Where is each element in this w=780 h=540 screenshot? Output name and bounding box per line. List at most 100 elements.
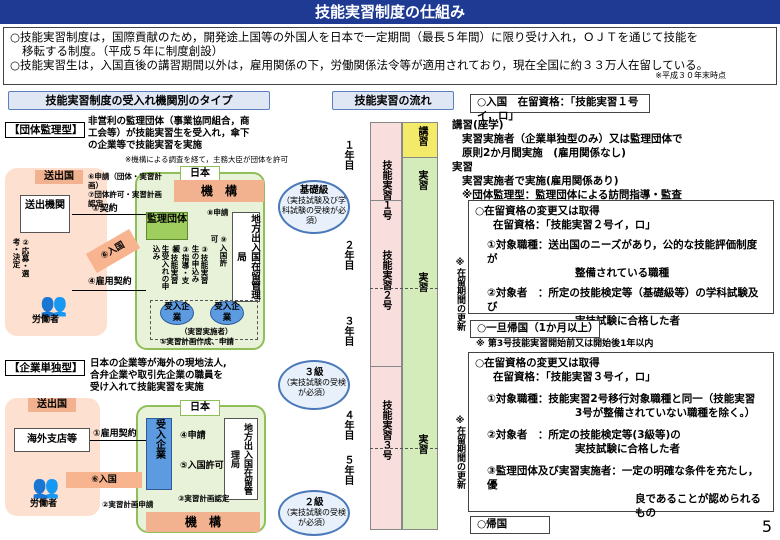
- exam-grade2-title: ２級: [304, 497, 324, 508]
- company-desc-1: 日本の企業等が海外の現地法人,: [90, 358, 227, 369]
- change2-h: ○在留資格の変更又は取得: [475, 357, 600, 369]
- jisshu-column: [402, 122, 438, 530]
- lecture-h1: 講習(座学): [452, 119, 504, 131]
- renew-note-2: ※在留期間の更新: [455, 416, 465, 489]
- intro-note: ※平成３０年末時点: [655, 71, 726, 80]
- c-a5-label: ⑤入国許可: [180, 461, 224, 471]
- c-a2-label: ②実習計画申請: [102, 500, 154, 509]
- change2-c3: ③監理団体及び実習実施者：一定の明確な条件を充たし，優: [487, 465, 759, 491]
- ukeire-box-company[interactable]: 受入企業: [146, 418, 172, 490]
- ukeire1-box[interactable]: 受入企業: [160, 301, 194, 325]
- worker-icon-company: 👥: [32, 475, 60, 500]
- s3a-label: ③技能実習生受入れの申込み: [152, 245, 179, 290]
- branch-box[interactable]: 海外支店等: [14, 428, 90, 452]
- change1-c2b: 実技試験に合格した者: [575, 315, 680, 327]
- intro-line-2: ○技能実習生は，入国直後の講習期間以外は，雇用関係の下，労働関係法令等が適用され…: [10, 58, 709, 72]
- exam-basic: 基礎級 （実技試験及び学科試験の受検が必須）: [278, 180, 350, 234]
- renew-note-1: ※在留期間の更新: [455, 258, 465, 331]
- c-a4-label: ④申請: [180, 431, 206, 441]
- a4-label: ④雇用契約: [88, 277, 132, 287]
- jisshu-3-label: 実習: [416, 434, 427, 454]
- jisshu-1-label: 実習: [416, 170, 427, 190]
- ukeire-label-company: 受入企業: [153, 419, 165, 459]
- change1-c1b: 整備されている職種: [575, 267, 670, 279]
- change1-c1: ①対象職種：送出国のニーズがあり，公的な技能評価制度が: [487, 239, 758, 265]
- kanri-box[interactable]: 監理団体: [146, 212, 188, 240]
- company-desc-2: 合弁企業や取引先企業の職員を: [90, 370, 224, 381]
- page-number: 5: [761, 517, 772, 536]
- year-5: ５年目: [342, 455, 353, 485]
- group-type-desc: 非営利の監理団体（事業協同組合，商 工会等）が技能実習生を受入れ，傘下 の企業等…: [88, 116, 288, 152]
- change2-status: 在留資格：「技能実習３号イ，ロ」: [493, 371, 656, 383]
- exam-grade3-sub: （実技試験の受検が必須）: [282, 378, 346, 397]
- group-desc-2: 工会等）が技能実習生を受入れ，傘下: [88, 128, 250, 139]
- company-desc-3: 受け入れて技能実習を実施: [90, 382, 204, 393]
- change2-c2: ②対象者 ：所定の技能検定等(3級等)の: [487, 429, 681, 441]
- change2-c1: ①対象職種：技能実習2号移行対象職種と同一（技能実習: [487, 393, 756, 405]
- lecture-h2: 実習: [452, 161, 473, 173]
- exam-grade3: ３級 （実技試験の受検が必須）: [278, 360, 350, 410]
- left-section-header: 技能実習制度の受入れ機関別のタイプ: [8, 91, 270, 110]
- change1-c2: ②対象者 ：所定の技能検定等（基礎級等）の学科試験及び: [487, 287, 759, 313]
- arrow-a4: [72, 290, 146, 291]
- keikaku-label: ⑤実習計画作成、申請: [160, 337, 234, 346]
- exam-grade2-sub: （実技試験の受検が必須）: [282, 508, 346, 527]
- jisshu-2-label: 実習: [416, 272, 427, 292]
- intro-line-1b: 移転する制度。（平成５年に制度創設）: [22, 44, 224, 58]
- local-imm-box-company[interactable]: 地方出入国在留管理局: [224, 418, 258, 500]
- a9-label: ⑨入国許可: [210, 235, 228, 267]
- local-imm-label-company: 地方出入国在留管理局: [229, 423, 252, 495]
- lecture-block: 講習(座学) 実習実施者（企業単独型のみ）又は監理団体で 原則2か月間実施 (雇…: [452, 118, 772, 202]
- a6a-label: ⑥申請（団体・実習計画）: [88, 172, 162, 190]
- c-a3-label: ③実習計画認定: [178, 494, 230, 503]
- year-4: ４年目: [342, 410, 353, 440]
- change1-h: ○在留資格の変更又は取得: [475, 205, 600, 217]
- lecture-l4: ※団体監理型：監理団体による訪問指導・監査: [462, 189, 682, 201]
- sending-country-area-company: [5, 398, 100, 516]
- renew-divider-2: [370, 448, 438, 449]
- worker-label-company: 労働者: [30, 499, 58, 509]
- change2-c1b: 3号が整備されていない職種を除く。）: [575, 407, 756, 419]
- sending-country-label: 送出国: [35, 170, 83, 184]
- kikou-box-company[interactable]: 機 構: [146, 512, 260, 532]
- group-type-label: 【団体監理型】: [5, 122, 85, 138]
- change-panel-1: ○在留資格の変更又は取得 在留資格：「技能実習２号イ，ロ」 ①対象職種：送出国の…: [468, 200, 774, 327]
- lecture-l3: 実習実施者で実施(雇用関係あり): [462, 175, 619, 187]
- stage-1-label: 技能実習１号: [380, 160, 391, 220]
- a7-label: ⑦団体許可・実習計画認定: [88, 190, 162, 208]
- group-desc-1: 非営利の監理団体（事業協同組合，商: [88, 116, 250, 127]
- a2-label: ②応募・選考・決定: [12, 238, 30, 277]
- exam-grade3-title: ３級: [304, 367, 324, 378]
- kikou-box-group[interactable]: 機 構: [174, 180, 264, 202]
- renew-divider-1: [370, 288, 438, 289]
- company-type-desc: 日本の企業等が海外の現地法人, 合弁企業や取引先企業の職員を 受け入れて技能実習…: [90, 358, 290, 394]
- intro-box: ○技能実習制度は，国際貢献のため，開発途上国等の外国人を日本で一定期間（最長５年…: [3, 27, 777, 85]
- year-2: ２年目: [342, 240, 353, 270]
- c-a1-label: ①雇用契約: [93, 429, 137, 439]
- jisshu-group-frame: [150, 300, 258, 340]
- change-panel-2: ○在留資格の変更又は取得 在留資格：「技能実習３号イ，ロ」 ①対象職種：技能実習…: [468, 352, 774, 519]
- jisshu-label: （実習実施者）: [180, 327, 233, 336]
- stage-divider-1: [370, 200, 402, 201]
- s3b-label: ③指導・支援: [172, 245, 190, 284]
- a8-label: ⑧申請: [207, 208, 229, 217]
- worker-icon-group: 👥: [40, 293, 68, 318]
- exam-basic-title: 基礎級: [299, 185, 329, 196]
- return-note: ※ 第3号技能実習開始前又は開始後1年以内: [476, 339, 654, 349]
- right-section-header: 技能実習の流れ: [332, 91, 454, 110]
- change2-c3b: 良であることが認められるもの: [635, 493, 761, 519]
- kouhyu-label: 講習: [416, 126, 427, 146]
- arrow-a1: [72, 214, 146, 215]
- exam-grade2: ２級 （実技試験の受検が必須）: [278, 490, 350, 536]
- sending-country-label-company: 送出国: [28, 398, 76, 412]
- change1-status: 在留資格：「技能実習２号イ，ロ」: [493, 219, 656, 231]
- ukeire2-box[interactable]: 受入企業: [210, 301, 244, 325]
- stage-divider-2: [370, 366, 402, 367]
- group-desc-3: の企業等で技能実習を実施: [88, 140, 203, 151]
- a1-label: ①契約: [92, 204, 118, 214]
- arrow-c-a6: ⑥入国: [66, 472, 142, 488]
- sending-org-box[interactable]: 送出機関: [20, 195, 70, 233]
- japan-label-company: 日本: [180, 400, 220, 416]
- group-note: ※機構による調査を経て，主務大臣が団体を許可: [125, 155, 289, 164]
- local-imm-box-group[interactable]: 地方出入国在留管理局: [232, 212, 260, 302]
